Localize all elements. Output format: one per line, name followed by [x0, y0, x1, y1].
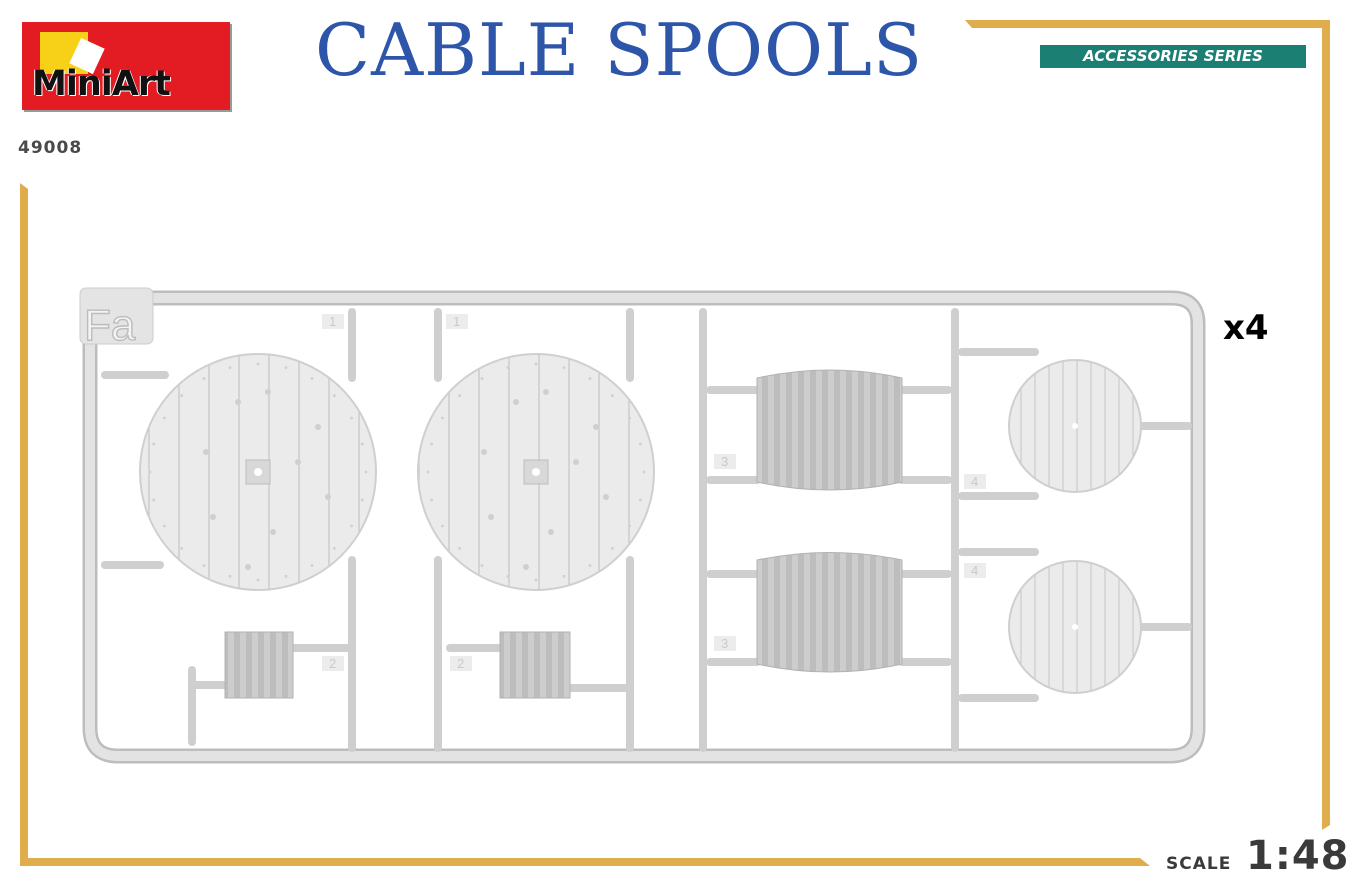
drum-edge-nail: [180, 394, 184, 398]
drum-edge-nail: [332, 546, 336, 550]
drum-rivet: [481, 449, 487, 455]
drum-edge-nail: [638, 498, 642, 502]
drum-rivet: [513, 399, 519, 405]
large-drum-end-1: [139, 353, 377, 591]
sprue-letter-tab: Fa: [79, 287, 154, 351]
part-number: 2: [329, 656, 336, 671]
drum-edge-nail: [441, 524, 444, 528]
drum-edge-nail: [202, 564, 206, 567]
miniart-logo: MiniArt: [22, 22, 230, 110]
small-drum-core-1: [224, 631, 294, 699]
drum-edge-nail: [284, 366, 288, 370]
drum-edge-nail: [364, 470, 368, 474]
drum-edge-nail: [458, 546, 462, 550]
drum-edge-nail: [534, 578, 538, 582]
drum-edge-nail: [562, 366, 566, 370]
drum-edge-nail: [480, 377, 484, 380]
drum-rivet: [203, 449, 209, 455]
drum-edge-nail: [638, 442, 642, 446]
drum-edge-nail: [480, 564, 484, 567]
drum-edge-nail: [506, 574, 510, 578]
drum-edge-nail: [284, 574, 288, 578]
drum-edge-nail: [180, 546, 184, 550]
drum-edge-nail: [350, 524, 353, 528]
large-drum-core-1: [756, 369, 903, 491]
drum-edge-nail: [332, 394, 336, 398]
drum-edge-nail: [256, 578, 260, 582]
part-number: 1: [329, 314, 336, 329]
drum-edge-nail: [310, 564, 314, 567]
runner-gates: [101, 308, 1192, 752]
large-drum-core-2: [756, 552, 903, 673]
drum-rivet: [603, 494, 609, 500]
drum-edge-nail: [256, 362, 260, 366]
drum-rivet: [265, 389, 271, 395]
drum-edge-nail: [430, 498, 434, 502]
drum-edge-nail: [202, 377, 206, 380]
drum-rivet: [270, 529, 276, 535]
product-code: 49008: [18, 138, 83, 158]
drum-rivet: [245, 564, 251, 570]
drum-edge-nail: [228, 574, 232, 578]
drum-edge-nail: [588, 564, 592, 567]
sprue-letters: Fa: [84, 301, 136, 350]
part-number: 4: [971, 563, 978, 578]
quantity-label: x4: [1223, 308, 1269, 348]
drum-edge-nail: [360, 442, 364, 446]
drum-edge-nail: [610, 546, 614, 550]
drum-edge-nail: [163, 524, 166, 528]
drum-rivet: [210, 514, 216, 520]
part-number: 4: [971, 474, 978, 489]
part-number-tags: 1 1 2 2 3 3 4 4: [322, 314, 986, 671]
drum-edge-nail: [350, 416, 353, 420]
drum-rivet: [593, 424, 599, 430]
part-number: 2: [457, 656, 464, 671]
drum-edge-nail: [642, 470, 646, 474]
drum-edge-nail: [562, 574, 566, 578]
drum-edge-nail: [628, 524, 631, 528]
drum-rivet: [295, 459, 301, 465]
drum-rivet: [488, 514, 494, 520]
drum-rivet: [315, 424, 321, 430]
drum-edge-nail: [360, 498, 364, 502]
drum-edge-nail: [458, 394, 462, 398]
series-badge: ACCESSORIES SERIES: [1040, 45, 1306, 68]
drum-edge-nail: [152, 442, 156, 446]
drum-rivet: [235, 399, 241, 405]
drum-edge-nail: [148, 470, 152, 474]
small-drum-end-1: [1008, 359, 1142, 493]
part-number: 3: [721, 636, 728, 651]
drum-edge-nail: [506, 366, 510, 370]
drum-rivet: [523, 564, 529, 570]
small-drum-end-2: [1008, 560, 1142, 694]
large-drum-end-2: [417, 353, 655, 591]
part-number: 1: [453, 314, 460, 329]
drum-edge-nail: [152, 498, 156, 502]
scale-value: 1:48: [1246, 833, 1350, 879]
drum-edge-nail: [228, 366, 232, 370]
page-title: CABLE SPOOLS: [315, 8, 924, 92]
drum-rivet: [573, 459, 579, 465]
drum-edge-nail: [310, 377, 314, 380]
scale-label: SCALE: [1166, 854, 1232, 874]
logo-text: MiniArt: [32, 64, 171, 104]
drum-rivet: [548, 529, 554, 535]
drum-rivet: [325, 494, 331, 500]
drum-edge-nail: [163, 416, 166, 420]
drum-edge-nail: [441, 416, 444, 420]
drum-edge-nail: [430, 442, 434, 446]
drum-edge-nail: [588, 377, 592, 380]
drum-edge-nail: [426, 470, 430, 474]
drum-rivet: [543, 389, 549, 395]
small-drum-core-2: [499, 631, 571, 699]
part-number: 3: [721, 454, 728, 469]
drum-edge-nail: [628, 416, 631, 420]
drum-edge-nail: [534, 362, 538, 366]
drum-edge-nail: [610, 394, 614, 398]
